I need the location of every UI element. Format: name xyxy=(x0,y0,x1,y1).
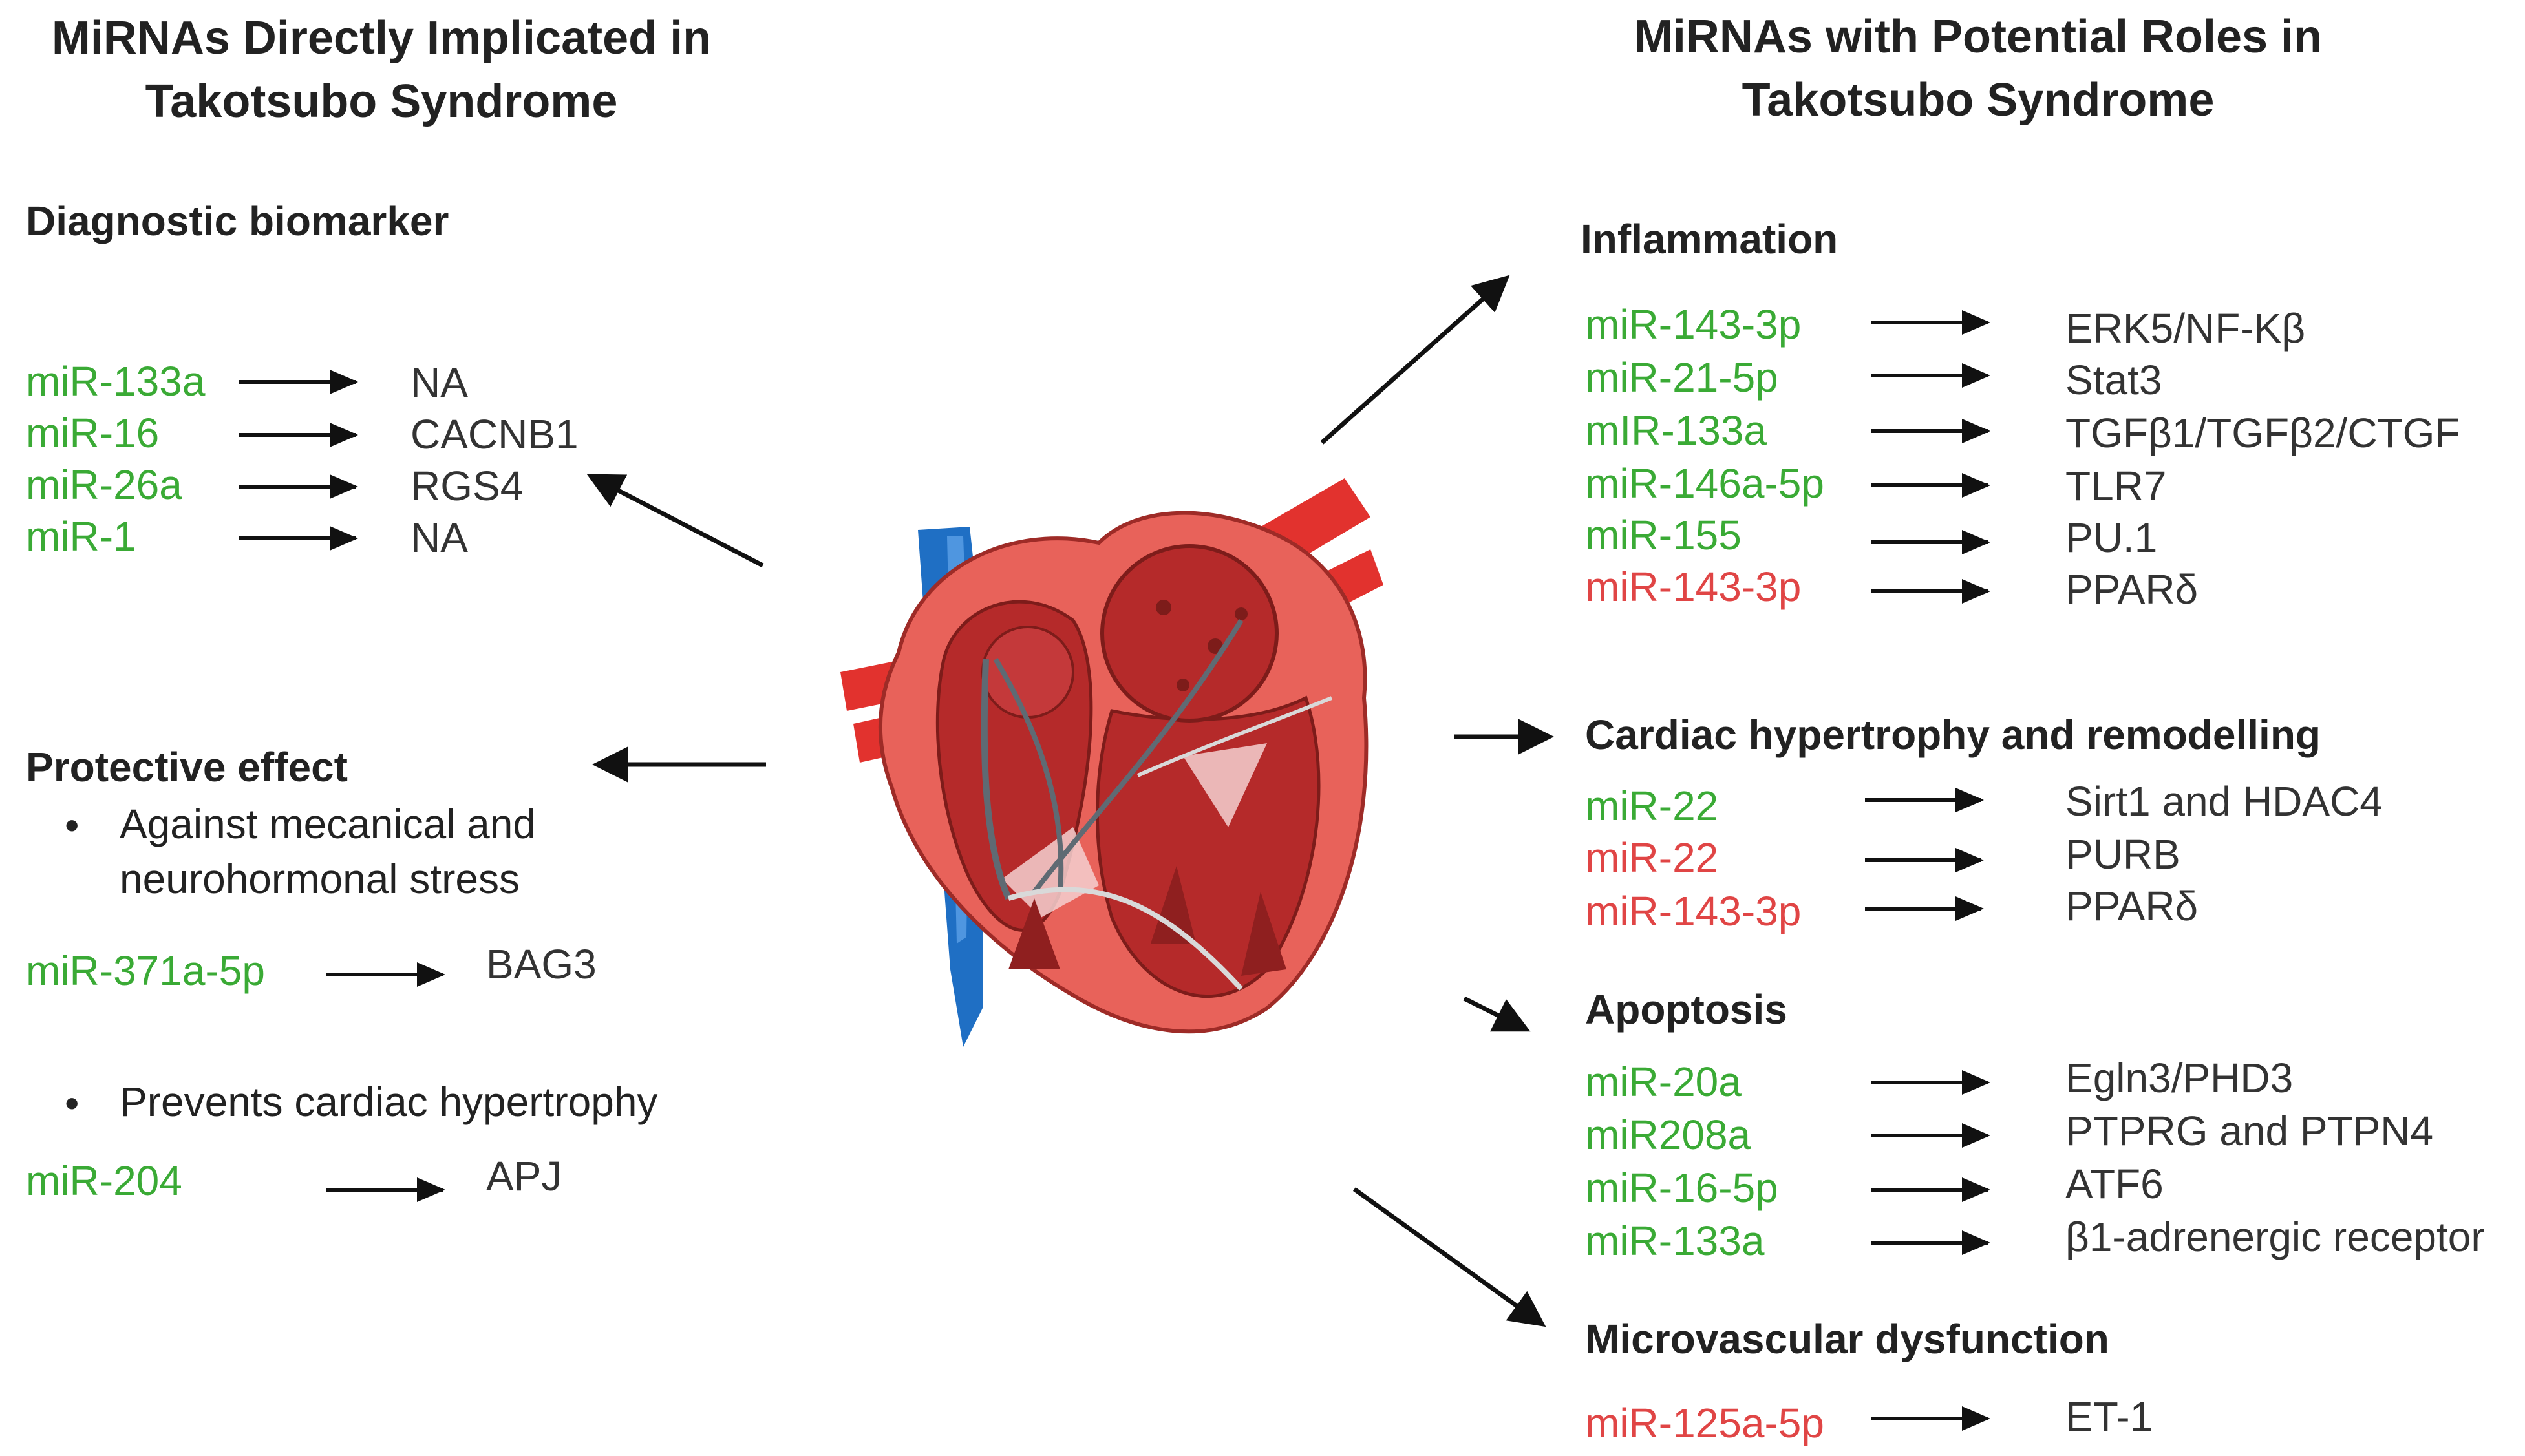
diag-target-4: NA xyxy=(410,514,468,561)
infl-arrow-4 xyxy=(1871,473,1990,498)
diag-mirna-3: miR-26a xyxy=(26,461,182,508)
hyp-mirna-2: miR-22 xyxy=(1585,834,1719,881)
hyp-arrow-2 xyxy=(1865,848,1984,872)
protective-bullet-1-line1: Against mecanical and xyxy=(120,801,536,847)
hyp-target-1: Sirt1 and HDAC4 xyxy=(2065,778,2383,825)
micro-target-1: ET-1 xyxy=(2065,1393,2153,1440)
diag-mirna-4: miR-1 xyxy=(26,513,136,560)
apo-target-3: ATF6 xyxy=(2065,1161,2164,1207)
right-title-line2: Takotsubo Syndrome xyxy=(1742,74,2215,126)
protective-target-1: BAG3 xyxy=(486,941,597,987)
hyp-mirna-3: miR-143-3p xyxy=(1585,888,1802,934)
right-title-line1: MiRNAs with Potential Roles in xyxy=(1634,11,2323,63)
arrow-to-diagnostic xyxy=(586,474,764,568)
protective-bullet-2-dot: • xyxy=(65,1080,80,1126)
infl-mirna-5: miR-155 xyxy=(1585,512,1742,558)
diag-target-3: RGS4 xyxy=(410,463,524,509)
diag-mirna-1: miR-133a xyxy=(26,358,206,405)
diag-arrow-3 xyxy=(239,474,358,499)
inflammation-heading: Inflammation xyxy=(1581,216,1838,262)
apo-target-4: β1-adrenergic receptor xyxy=(2065,1214,2485,1260)
apoptosis-heading: Apoptosis xyxy=(1585,986,1787,1033)
hyp-arrow-3 xyxy=(1865,896,1984,921)
micro-mirna-1: miR-125a-5p xyxy=(1585,1400,1824,1446)
micro-arrow-1 xyxy=(1871,1406,1990,1431)
infl-target-5: PU.1 xyxy=(2065,514,2158,561)
protective-target-2: APJ xyxy=(486,1153,562,1199)
protective-heading: Protective effect xyxy=(26,744,348,790)
protective-bullet-1-line2: neurohormonal stress xyxy=(120,856,520,902)
diag-arrow-1 xyxy=(239,370,358,394)
apo-mirna-1: miR-20a xyxy=(1585,1059,1742,1105)
apo-arrow-3 xyxy=(1871,1177,1990,1202)
diag-mirna-2: miR-16 xyxy=(26,410,160,456)
apo-mirna-3: miR-16-5p xyxy=(1585,1165,1778,1211)
apo-mirna-2: miR208a xyxy=(1585,1112,1751,1158)
infl-target-6: PPARδ xyxy=(2065,566,2199,613)
protective-mirna-1: miR-371a-5p xyxy=(26,947,265,994)
microvascular-heading: Microvascular dysfunction xyxy=(1585,1316,2109,1362)
protective-bullet-2: Prevents cardiac hypertrophy xyxy=(120,1079,658,1125)
right-title: MiRNAs with Potential Roles in Takotsubo… xyxy=(1597,5,2360,132)
hyp-arrow-1 xyxy=(1865,788,1984,812)
protective-arrow-1 xyxy=(326,962,445,987)
apo-arrow-4 xyxy=(1871,1230,1990,1255)
diag-target-1: NA xyxy=(410,359,468,406)
arrow-to-apoptosis xyxy=(1463,996,1531,1032)
infl-arrow-1 xyxy=(1871,310,1990,335)
infl-mirna-4: miR-146a-5p xyxy=(1585,460,1824,507)
hyp-target-3: PPARδ xyxy=(2065,883,2199,929)
infl-target-2: Stat3 xyxy=(2065,357,2162,403)
infl-arrow-2 xyxy=(1871,363,1990,388)
infl-arrow-6 xyxy=(1871,579,1990,604)
infl-mirna-3: mIR-133a xyxy=(1585,407,1767,454)
arrow-to-inflammation xyxy=(1320,275,1510,445)
infl-target-1: ERK5/NF-Kβ xyxy=(2065,305,2306,352)
diag-arrow-2 xyxy=(239,423,358,447)
diag-target-2: CACNB1 xyxy=(410,411,579,458)
arrow-to-microvascular xyxy=(1352,1187,1546,1327)
protective-bullet-1-dot: • xyxy=(65,802,80,849)
infl-arrow-5 xyxy=(1871,530,1990,554)
protective-arrow-2 xyxy=(326,1177,445,1202)
infl-mirna-6: miR-143-3p xyxy=(1585,564,1802,610)
infl-mirna-1: miR-143-3p xyxy=(1585,301,1802,348)
left-title-line1: MiRNAs Directly Implicated in xyxy=(51,12,712,64)
apo-arrow-2 xyxy=(1871,1123,1990,1148)
apo-target-2: PTPRG and PTPN4 xyxy=(2065,1108,2434,1154)
apo-mirna-4: miR-133a xyxy=(1585,1218,1765,1264)
apo-arrow-1 xyxy=(1871,1070,1990,1095)
diagnostic-heading: Diagnostic biomarker xyxy=(26,198,449,244)
hyp-mirna-1: miR-22 xyxy=(1585,783,1719,829)
left-title: MiRNAs Directly Implicated in Takotsubo … xyxy=(0,6,763,133)
left-title-line2: Takotsubo Syndrome xyxy=(145,76,618,127)
heart-cross-section-icon xyxy=(840,478,1383,1047)
infl-target-3: TGFβ1/TGFβ2/CTGF xyxy=(2065,410,2460,456)
diag-arrow-4 xyxy=(239,526,358,551)
infl-arrow-3 xyxy=(1871,419,1990,443)
infl-target-4: TLR7 xyxy=(2065,463,2167,509)
protective-mirna-2: miR-204 xyxy=(26,1157,182,1204)
hyp-target-2: PURB xyxy=(2065,831,2180,878)
infl-mirna-2: miR-21-5p xyxy=(1585,354,1778,401)
hypertrophy-heading: Cardiac hypertrophy and remodelling xyxy=(1585,712,2321,758)
apo-target-1: Egln3/PHD3 xyxy=(2065,1055,2294,1101)
